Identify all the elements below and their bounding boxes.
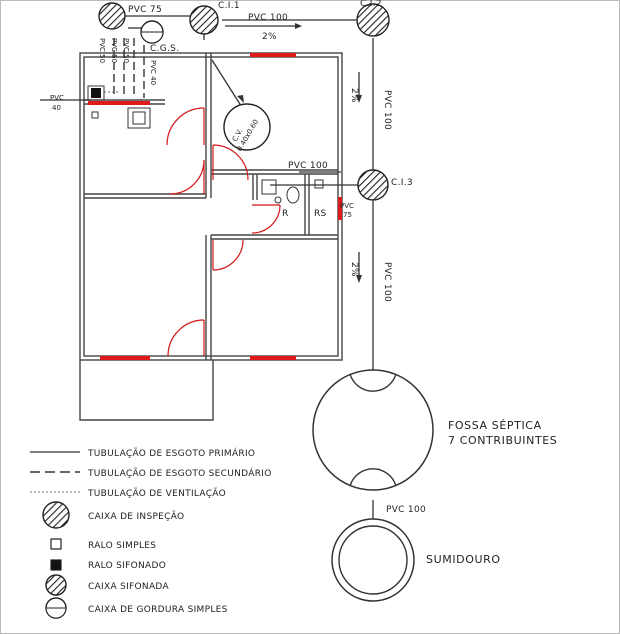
label-bath-pvc-small-num: 75 [343, 211, 352, 219]
legend-label: RALO SIFONADO [88, 561, 166, 571]
inspection-box-ci1-icon [98, 2, 126, 30]
label-bottom-pvc: PVC 100 [386, 505, 426, 515]
label-ci3: C.I.3 [391, 178, 413, 188]
label-sink-pvc-b: PVC 50 [110, 38, 118, 63]
legend-item: RALO SIMPLES [50, 538, 156, 551]
sumidouro-circle [331, 518, 415, 602]
legend-label: TUBULAÇÃO DE ESGOTO PRIMÁRIO [87, 447, 255, 459]
legend-label: TUBULAÇÃO DE ESGOTO SECUNDÁRIO [87, 467, 272, 479]
inspection-box-ci3-icon [357, 169, 389, 201]
label-sink-pvc-d: PVC 40 [149, 60, 157, 85]
floor-plan [79, 52, 343, 421]
label-pvc75-top: PVC 75 [128, 5, 162, 15]
siphon-box-cv-icon [223, 103, 271, 151]
inspection-box-icon [189, 5, 219, 35]
label-right-pvc-upper: PVC 100 [382, 90, 392, 130]
label-ci2: C.I.2 [360, 0, 382, 9]
grease-box-icon [45, 597, 67, 619]
label-sink-pvc-c: PVC 50 [122, 38, 130, 63]
grease-box-cgs-icon [140, 20, 164, 44]
siphon-drain-icon [91, 88, 101, 98]
label-sink-pvc-a: PVC 50 [98, 38, 106, 63]
label-left-pvc: PVC [50, 94, 64, 102]
legend-item: TUBULAÇÃO DE ESGOTO SECUNDÁRIO [30, 467, 272, 479]
simple-drain-icon [50, 538, 62, 550]
pipes [40, 15, 374, 520]
legend-label: CAIXA SIFONADA [88, 582, 169, 592]
label-bath-pvc-small: PVC [340, 202, 354, 210]
label-pvc100-top: PVC 100 [248, 13, 288, 23]
legend-item: RALO SIFONADO [50, 559, 166, 571]
label-left-pvc-num: 40 [52, 104, 61, 112]
inspection-box-ci2-icon [356, 3, 390, 37]
legend-label: CAIXA DE GORDURA SIMPLES [88, 605, 228, 615]
plan-labels: PVC 75 C.I.1 PVC 100 2% C.I.2 C.G.S. C.I… [50, 0, 557, 566]
label-bath-pvc: PVC 100 [288, 161, 328, 171]
label-right-slope-lower: 2% [349, 262, 359, 277]
windows [88, 53, 342, 360]
legend-item: CAIXA DE INSPEÇÃO [42, 501, 184, 529]
label-right-slope-upper: 2% [349, 88, 359, 103]
doors [166, 107, 281, 357]
legend-label: CAIXA DE INSPEÇÃO [88, 511, 184, 522]
label-sumidouro: SUMIDOURO [426, 553, 501, 566]
legend-item: TUBULAÇÃO DE VENTILAÇÃO [30, 488, 226, 499]
label-septic-line1: FOSSA SÉPTICA [448, 419, 542, 432]
septic-tank [312, 369, 434, 491]
inspection-box-icon [42, 501, 70, 529]
label-septic-line2: 7 CONTRIBUINTES [448, 434, 557, 447]
legend: TUBULAÇÃO DE ESGOTO PRIMÁRIO TUBULAÇÃO D… [30, 447, 272, 619]
inspection-boxes [91, 2, 390, 201]
fixtures [87, 85, 324, 204]
label-r: R [282, 209, 289, 219]
legend-item: CAIXA DE GORDURA SIMPLES [45, 597, 228, 619]
label-cgs: C.G.S. [150, 44, 179, 54]
label-ci1: C.I.1 [218, 1, 240, 11]
legend-label: RALO SIMPLES [88, 541, 156, 551]
siphon-box-icon [45, 574, 67, 596]
label-slope-top: 2% [262, 32, 277, 42]
siphon-drain-icon [50, 559, 62, 571]
label-rs: RS [314, 209, 327, 219]
label-right-pvc-lower: PVC 100 [382, 262, 392, 302]
legend-item: TUBULAÇÃO DE ESGOTO PRIMÁRIO [30, 447, 255, 459]
legend-item: CAIXA SIFONADA [45, 574, 169, 596]
legend-label: TUBULAÇÃO DE VENTILAÇÃO [87, 488, 226, 499]
